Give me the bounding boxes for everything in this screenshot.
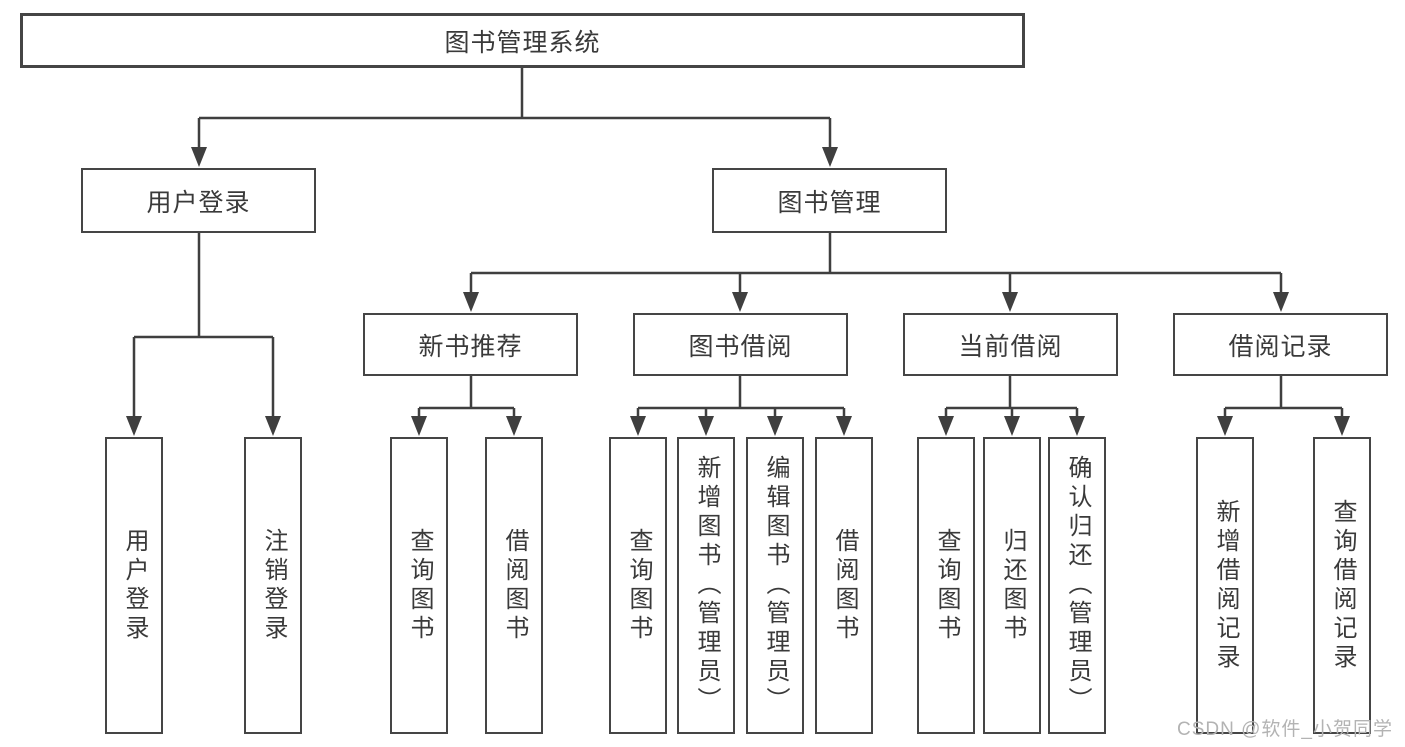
leaf-borrow-query-books: 查询图书: [609, 437, 667, 734]
node-root: 图书管理系统: [20, 13, 1025, 68]
leaf-logout: 注销登录: [244, 437, 302, 734]
leaf-record-query-borrow-record: 查询借阅记录: [1313, 437, 1371, 734]
node-new-book-recommend: 新书推荐: [363, 313, 578, 376]
node-borrow-record: 借阅记录: [1173, 313, 1388, 376]
leaf-record-add-borrow-record: 新增借阅记录: [1196, 437, 1254, 734]
leaf-user-login: 用户登录: [105, 437, 163, 734]
node-current-borrow: 当前借阅: [903, 313, 1118, 376]
tree-edges: [132, 68, 1344, 421]
leaf-current-confirm-return-admin: 确认归还（管理员）: [1048, 437, 1106, 734]
leaf-borrow-borrow-books: 借阅图书: [815, 437, 873, 734]
leaf-borrow-edit-books-admin: 编辑图书（管理员）: [746, 437, 804, 734]
node-user-login: 用户登录: [81, 168, 316, 233]
leaf-borrow-add-books-admin: 新增图书（管理员）: [677, 437, 735, 734]
leaf-newbook-query-books: 查询图书: [390, 437, 448, 734]
leaf-newbook-borrow-books: 借阅图书: [485, 437, 543, 734]
node-book-management: 图书管理: [712, 168, 947, 233]
csdn-watermark: CSDN @软件_小贺同学: [1177, 719, 1393, 740]
node-book-borrow: 图书借阅: [633, 313, 848, 376]
leaf-current-query-books: 查询图书: [917, 437, 975, 734]
leaf-current-return-books: 归还图书: [983, 437, 1041, 734]
arrowheads: [126, 147, 1350, 436]
